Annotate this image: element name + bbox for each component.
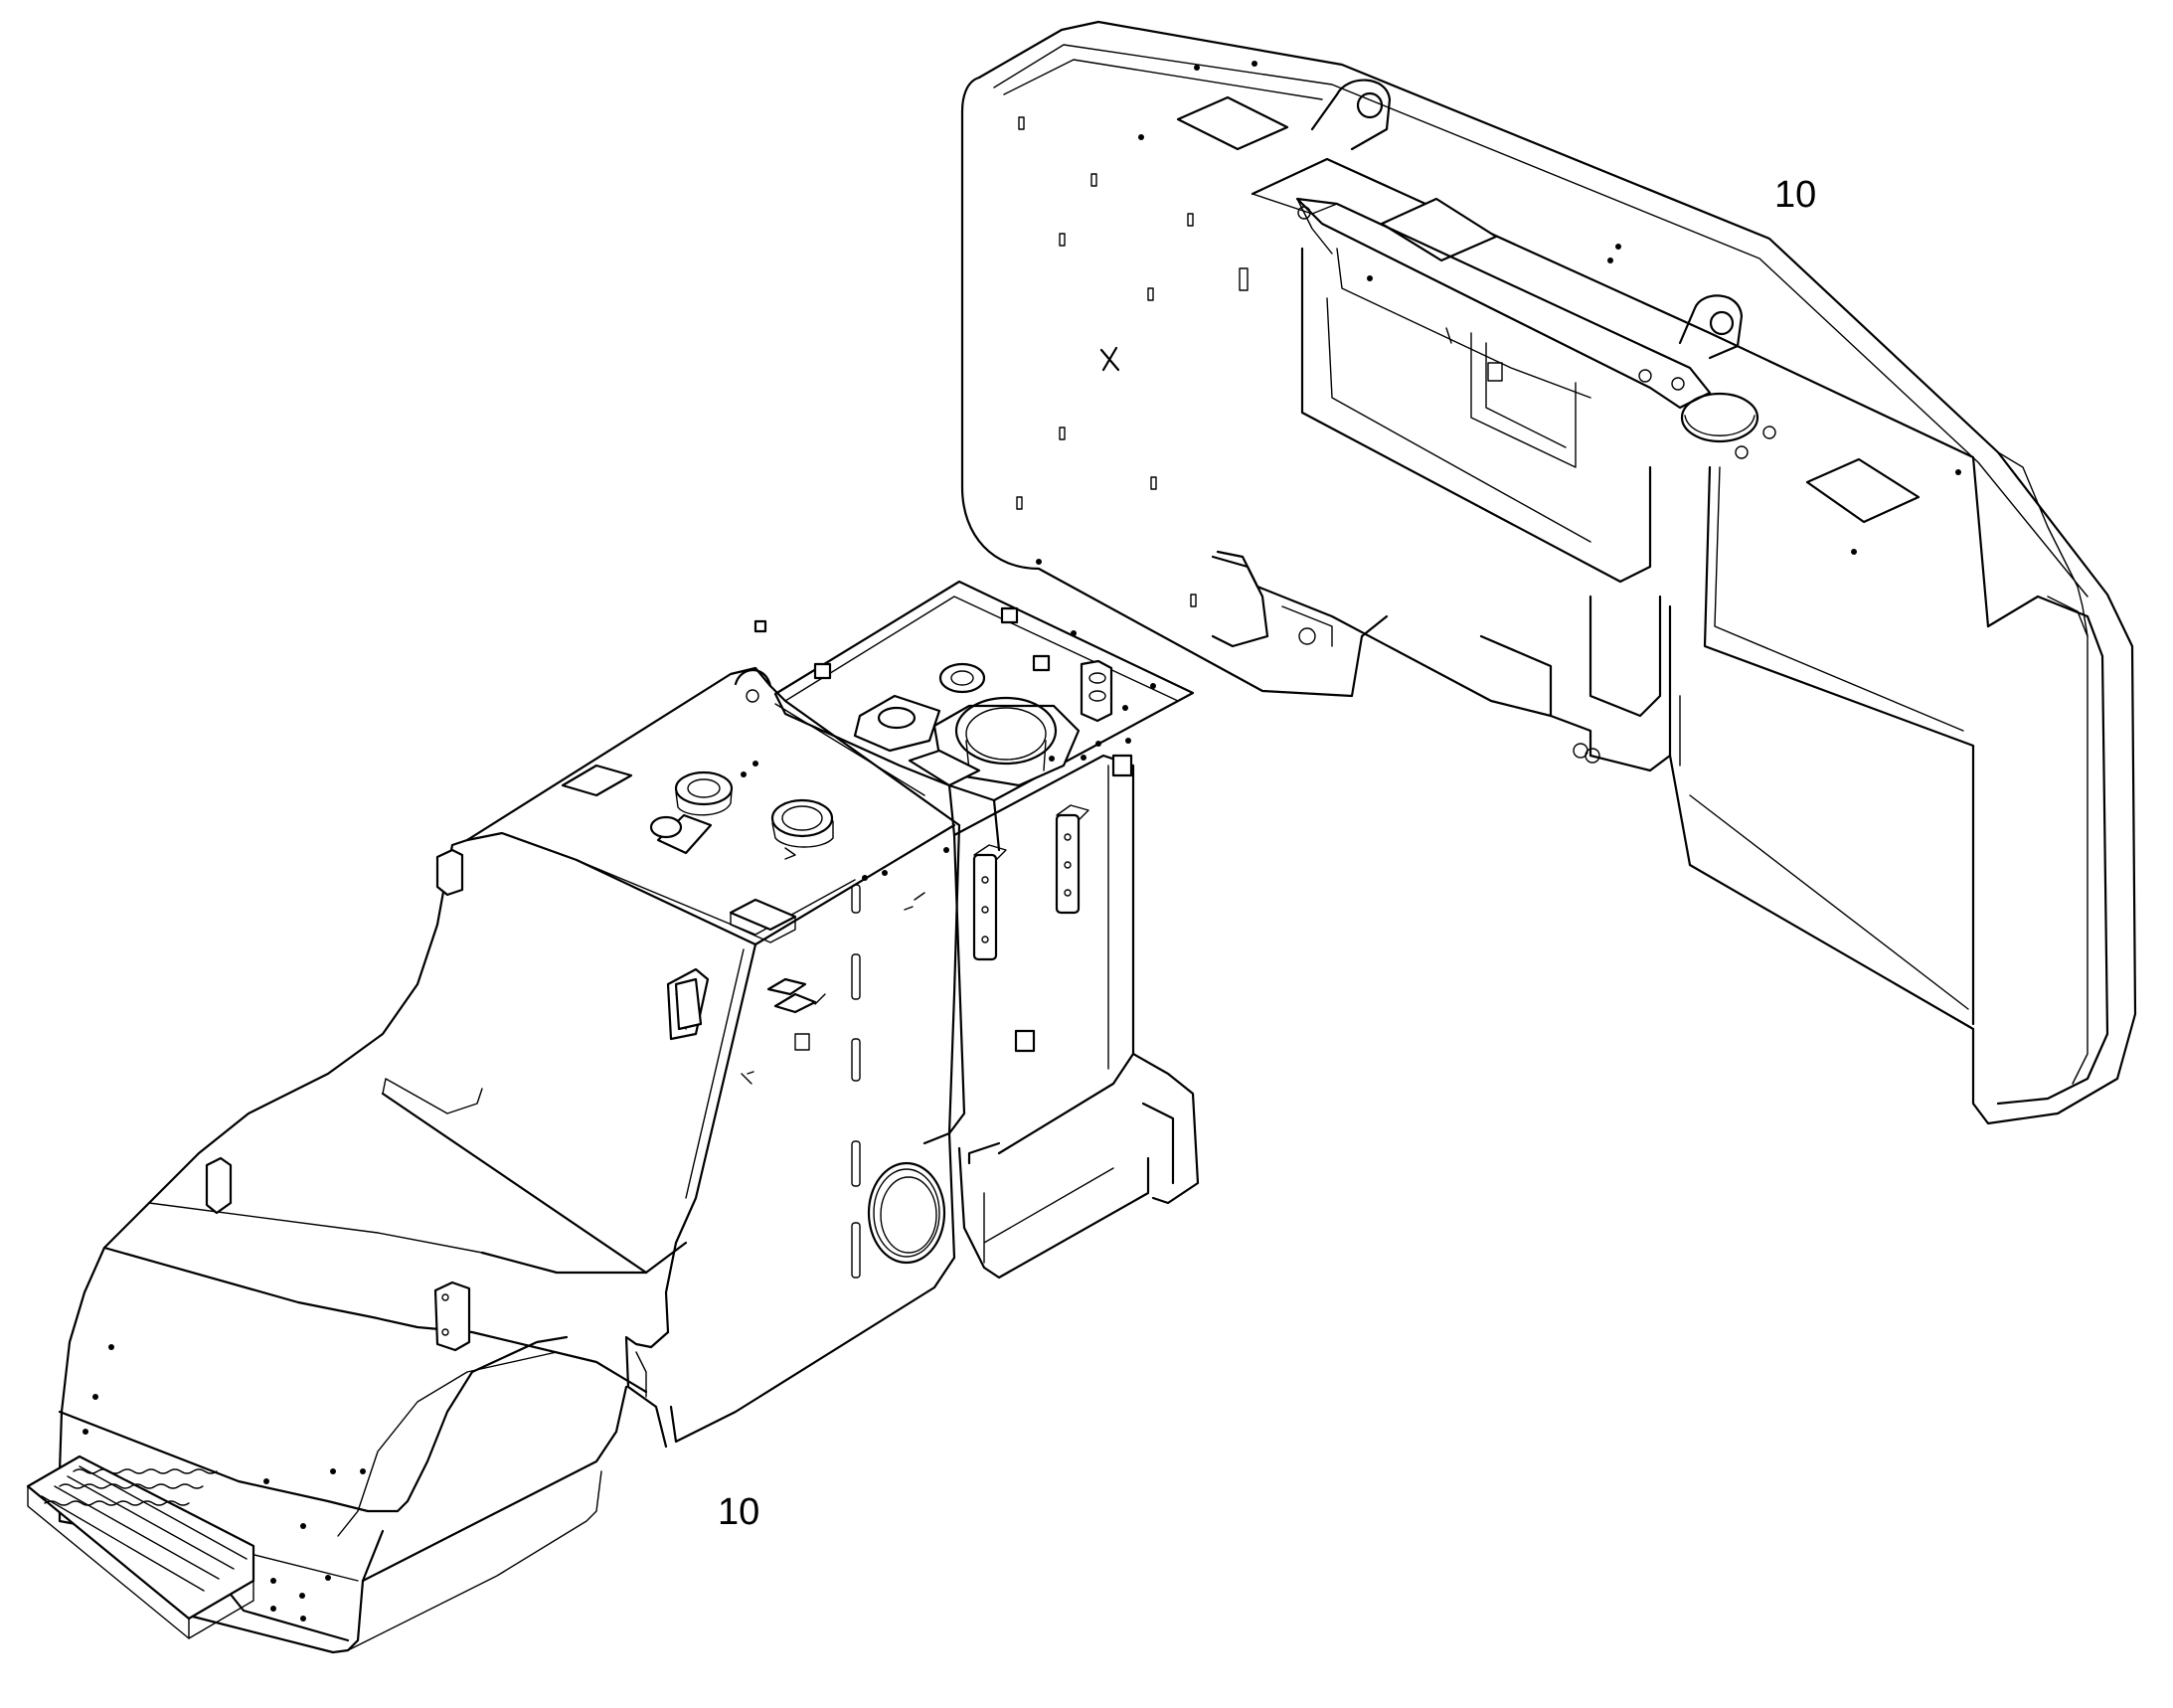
frame-assembly	[26, 580, 1200, 1654]
part-callout-counterweight: 10	[1774, 174, 1817, 216]
part-callout-frame: 10	[718, 1491, 760, 1533]
counterweight-assembly	[960, 20, 2137, 1125]
step-tread	[26, 1454, 255, 1639]
side-face-slots	[1016, 116, 1249, 607]
